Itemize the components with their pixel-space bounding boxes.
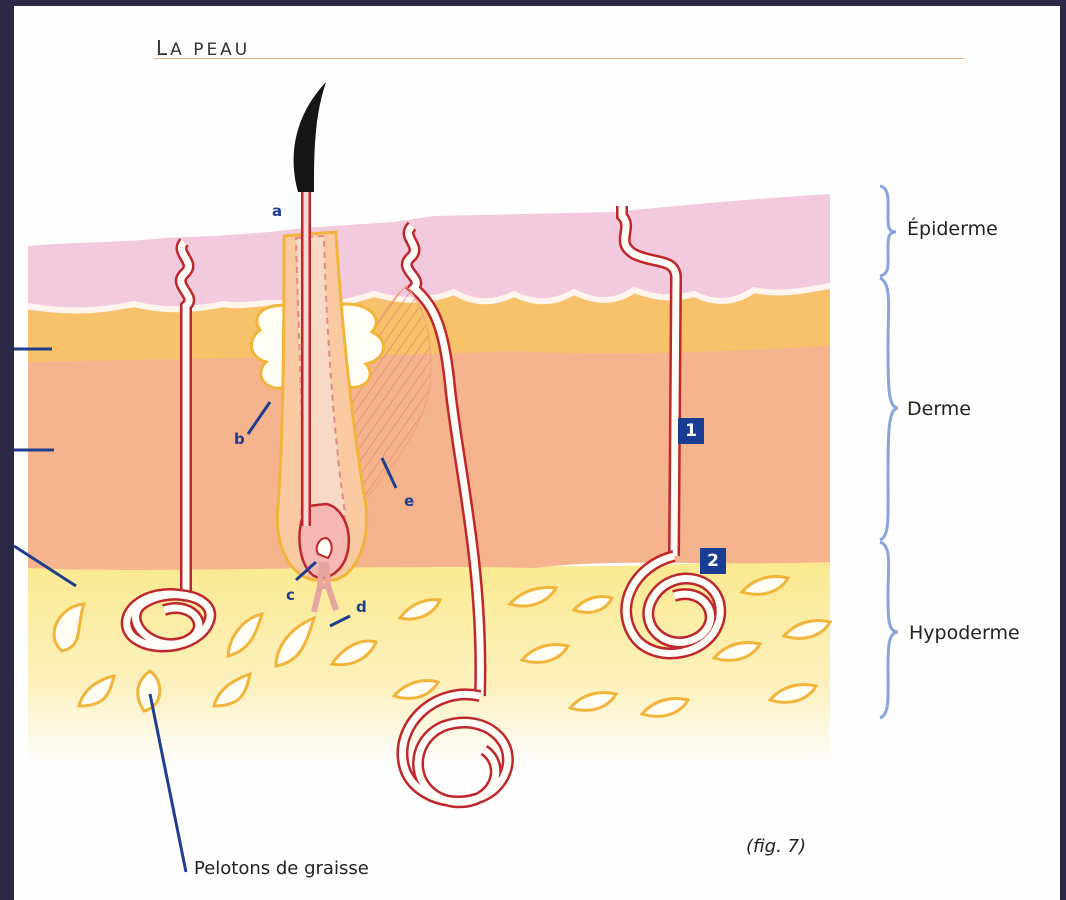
figure-label: (fig. 7) <box>746 836 806 857</box>
badge-2: 2 <box>700 548 726 574</box>
brace-hypoderme <box>880 542 898 718</box>
dermal-papilla <box>317 538 332 558</box>
label-hypoderme: Hypoderme <box>909 622 1020 644</box>
letter-e: e <box>404 492 414 510</box>
letter-b: b <box>234 430 245 448</box>
brace-epiderme <box>880 186 896 276</box>
badge-1: 1 <box>678 418 704 444</box>
fat-cells-caption: Pelotons de graisse <box>194 858 369 879</box>
label-derme: Derme <box>907 398 971 420</box>
letter-c: c <box>286 586 295 604</box>
brace-derme <box>880 278 898 540</box>
label-epiderme: Épiderme <box>907 218 998 240</box>
figure-page: LA PEAU <box>14 6 1060 900</box>
letter-a: a <box>272 202 282 220</box>
hair-tip <box>294 82 326 192</box>
skin-cross-section-diagram <box>14 6 1060 900</box>
letter-d: d <box>356 598 367 616</box>
epiderme-layer <box>28 194 830 313</box>
